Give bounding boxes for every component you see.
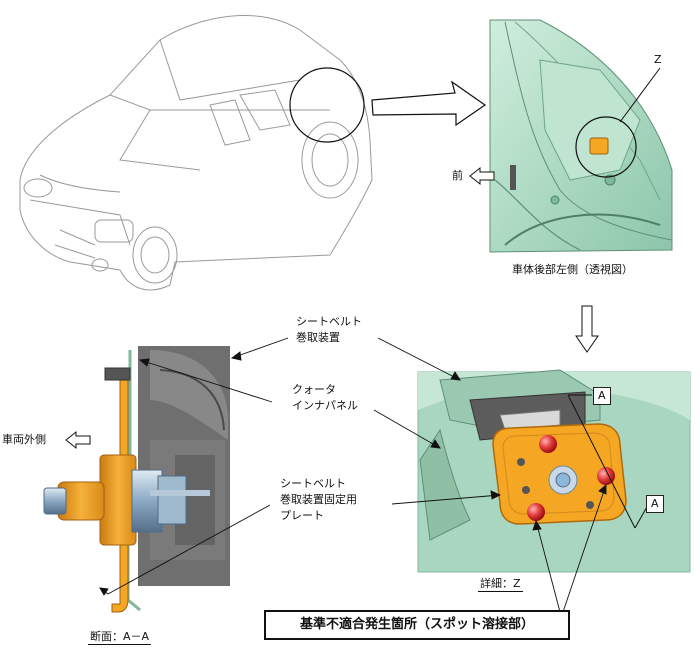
- detail-z-caption: 詳細：Z: [478, 577, 523, 592]
- section-a-a-view: [43, 346, 230, 613]
- weld-spot: [597, 467, 615, 485]
- fixing-plate-label-line2: 巻取装置固定用: [280, 493, 357, 506]
- front-arrow-icon: [469, 166, 495, 186]
- front-label: 前: [452, 169, 463, 182]
- body-rear-left-label: 車体後部左側（透視図）: [512, 263, 633, 276]
- quarter-inner-panel-label-line2: インナパネル: [292, 399, 358, 412]
- section-a-bottom-marker: A: [646, 495, 664, 513]
- weld-spot: [527, 503, 545, 521]
- leader-lines: [99, 337, 607, 613]
- fixing-plate-label-line3: プレート: [280, 509, 324, 522]
- car-outline: [19, 15, 373, 291]
- nonconformity-callout: 基準不適合発生箇所（スポット溶接部）: [264, 610, 570, 640]
- zoom-arrow: [371, 80, 487, 127]
- seatbelt-retractor-label-line1: シートベルト: [296, 315, 362, 328]
- weld-spot: [539, 435, 557, 453]
- outside-arrow-icon: [65, 430, 91, 450]
- zoom-circle: [289, 67, 365, 143]
- detail-z-view: [417, 369, 691, 573]
- body-rear-perspective: [487, 18, 680, 254]
- z-marker-label: Z: [654, 53, 662, 66]
- vehicle-outside-label: 車両外側: [2, 433, 46, 446]
- seatbelt-retractor-label-line2: 巻取装置: [296, 331, 340, 344]
- section-a-a-caption: 断面：A－A: [88, 630, 152, 645]
- section-a-top-marker: A: [593, 387, 611, 405]
- quarter-inner-panel-label-line1: クォータ: [292, 383, 336, 396]
- down-arrow-icon: [575, 305, 599, 353]
- fixing-plate-label-line1: シートベルト: [280, 477, 346, 490]
